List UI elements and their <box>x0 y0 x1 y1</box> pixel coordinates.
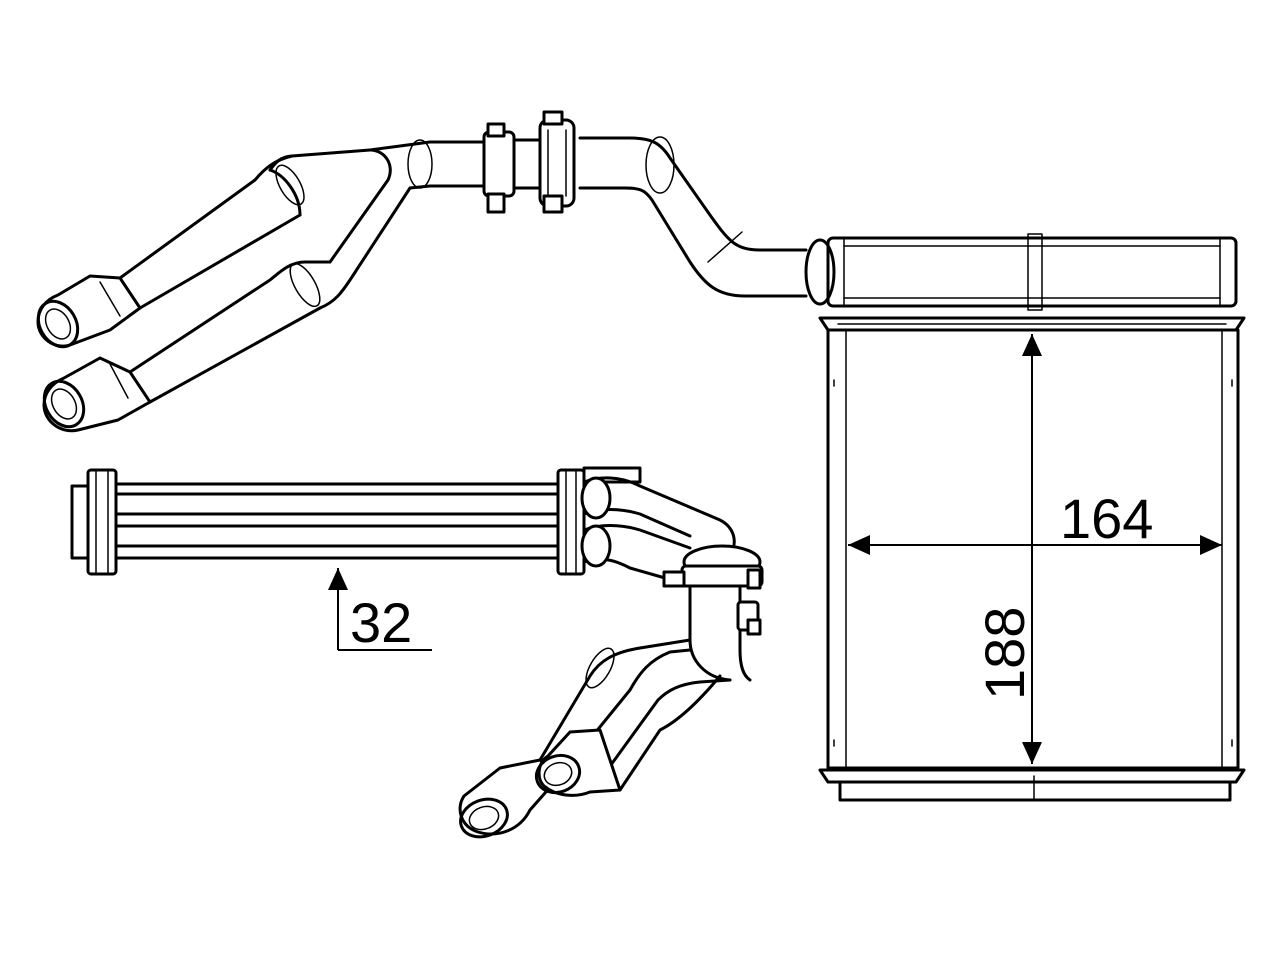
dimension-height: 188 <box>973 334 1042 764</box>
heater-core-front-view <box>804 233 1246 802</box>
front-view-pipes <box>36 110 808 433</box>
pipe-flange-fitting <box>482 110 576 214</box>
depth-dimension-label: 32 <box>350 591 412 654</box>
core-body <box>826 328 1240 770</box>
dimension-width: 164 <box>848 487 1222 555</box>
lower-nozzle <box>42 356 152 433</box>
side-view-pipes <box>458 476 764 839</box>
bottom-tank <box>818 768 1246 802</box>
width-dimension-label: 164 <box>1060 487 1153 550</box>
side-lower-nozzle-right <box>534 728 622 797</box>
height-dimension-label: 188 <box>973 607 1036 700</box>
side-pipe-fitting <box>662 544 764 682</box>
heater-core-side-view <box>70 466 642 576</box>
top-tank <box>804 233 1238 311</box>
dimension-depth: 32 <box>328 568 432 654</box>
upper-nozzle <box>36 274 142 349</box>
top-header-plate <box>818 316 1246 332</box>
